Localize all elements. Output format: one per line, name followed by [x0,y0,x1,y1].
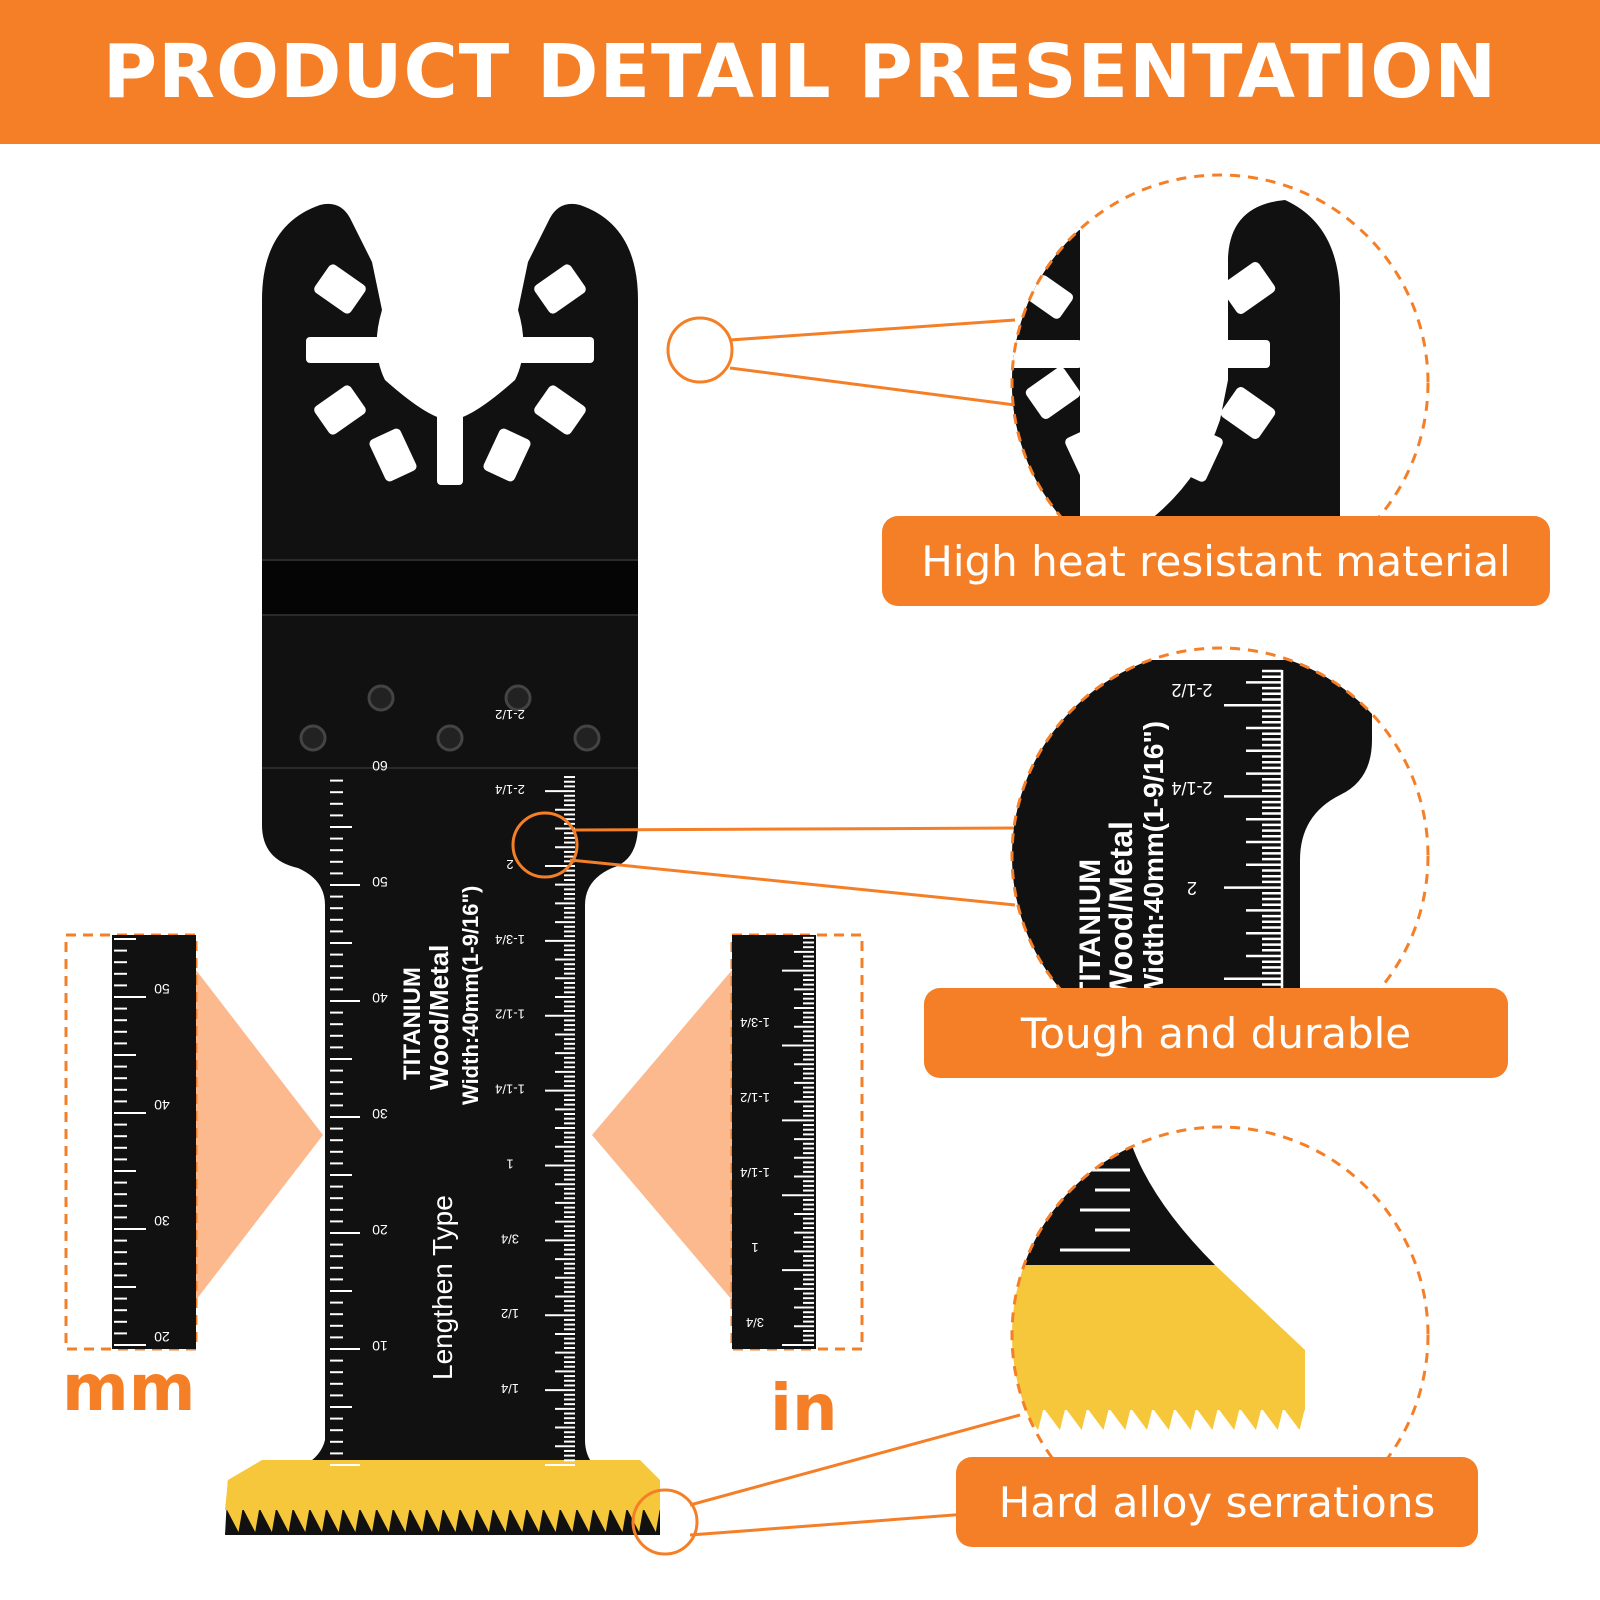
highlight-circle-teeth [631,1488,699,1556]
connector-lines [569,318,1021,1537]
blade-material-text: Wood/Metal [424,945,454,1090]
saw-teeth [226,1508,660,1532]
inch-scale-label: 1 [506,1156,513,1171]
inch-scale-label: 1-3/4 [495,932,525,947]
mm-inset-label: 40 [154,1097,170,1113]
saw-blade: 10 20 30 40 50 60 1/4 1/2 3/4 1 1-1/4 1-1/2 1-3/4 2 2… [225,203,660,1535]
mm-inset-label: 50 [154,981,170,997]
unit-mm-label: mm [62,1352,196,1426]
mm-pointer-triangle [196,970,323,1300]
zoom-scale-label: 2 [1187,878,1197,898]
in-ruler-inset: 3/4 1 1-1/4 1-1/2 1-3/4 [732,935,816,1349]
inch-scale-label: 1-1/4 [495,1082,525,1097]
inch-scale-label: 2 [506,857,513,872]
mm-scale-label: 10 [372,1338,388,1354]
blade-type-text: Lengthen Type [427,1195,458,1380]
mm-inset-label: 30 [154,1213,170,1229]
mount-hole [306,264,594,485]
highlight-circle-mount [666,316,734,384]
in-inset-label: 1 [751,1240,758,1255]
zoom-brand-text: TITANIUM [1074,859,1107,1000]
blade-body [225,203,660,1535]
in-inset-label: 1-3/4 [740,1015,770,1030]
feature-label-text: Tough and durable [1020,1008,1412,1058]
unit-in-label: in [770,1372,838,1446]
zoom-scale-label: 2-1/2 [1171,680,1212,700]
mm-scale-label: 50 [372,874,388,890]
inch-scale-label: 1/4 [501,1381,519,1396]
inch-scale-label: 2-1/4 [495,782,525,797]
page-title: PRODUCT DETAIL PRESENTATION [102,29,1498,115]
mm-scale-label: 60 [372,758,388,774]
feature-label-text: Hard alloy serrations [998,1477,1436,1527]
zoom-teeth-detail [1012,1140,1305,1430]
zoom-material-text: Wood/Metal [1103,821,1139,1000]
zoom-scale-label: 2-1/4 [1171,778,1212,798]
mm-scale-label: 40 [372,990,388,1006]
blade-width-text: Width:40mm(1-9/16") [458,886,483,1105]
mm-ruler-inset: 20 30 40 50 [112,935,196,1349]
mm-scale-label: 30 [372,1106,388,1122]
in-inset-label: 1-1/4 [740,1165,770,1180]
blade-bend [262,560,638,615]
in-inset-label: 1-1/2 [740,1090,770,1105]
teeth-strip [225,1460,660,1510]
inch-scale-label: 2-1/2 [495,707,525,722]
feature-label-text: High heat resistant material [921,536,1511,586]
feature-hard-alloy: Hard alloy serrations [956,1457,1478,1547]
highlight-circle-scale [511,811,579,879]
mm-scale-label: 20 [372,1222,388,1238]
rivet [299,684,601,752]
in-pointer-triangle [592,970,732,1300]
feature-tough-durable: Tough and durable [924,988,1508,1078]
in-inset-label: 3/4 [746,1315,764,1330]
mm-inset-label: 20 [154,1329,170,1345]
header-banner: PRODUCT DETAIL PRESENTATION [0,0,1600,144]
inch-scale-label: 3/4 [501,1231,519,1246]
inch-scale-label: 1/2 [501,1306,519,1321]
blade-brand-text: TITANIUM [399,967,426,1080]
feature-heat-resistant: High heat resistant material [882,516,1550,606]
inch-scale-label: 1-1/2 [495,1007,525,1022]
zoom-width-text: Width:40mm(1-9/16") [1138,721,1169,1000]
